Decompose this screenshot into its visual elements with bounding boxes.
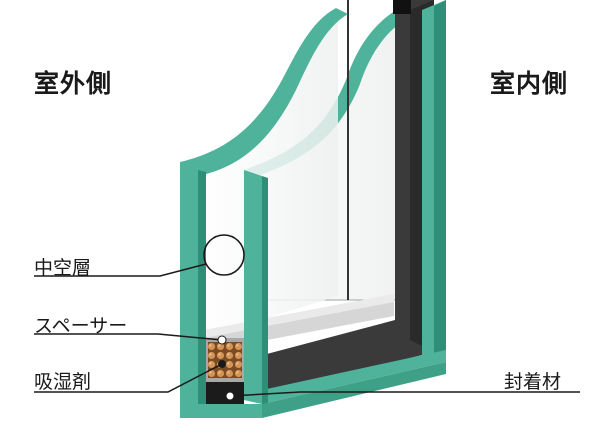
inner-pane-right-edge-shade	[434, 0, 446, 354]
spacer-leader-dot	[217, 335, 227, 345]
sealant-leader-dot	[225, 391, 235, 401]
desiccant-beads	[208, 342, 242, 378]
outer-pane-left-edge	[180, 162, 198, 410]
outer-pane-face	[196, 12, 338, 340]
spacer-label: スペーサー	[34, 315, 128, 337]
air-layer-label: 中空層	[34, 257, 92, 279]
outer-pane-bottom-edge	[180, 404, 262, 418]
outer-pane-left-edge-inner	[198, 170, 206, 410]
sealant-label: 封着材	[504, 371, 562, 393]
sealant-leader	[229, 391, 580, 397]
inner-pane-bottom-edge	[262, 350, 446, 404]
desiccant-leader	[34, 363, 223, 393]
mid-pane-left-edge	[244, 170, 262, 404]
outer-pane-bottom-edge-long	[262, 362, 446, 418]
air-layer-leader	[34, 263, 207, 277]
outer-pane-top-edge	[180, 8, 348, 176]
air-layer-callout-circle	[203, 234, 245, 276]
indoor-side-label: 室内側	[490, 69, 569, 98]
outdoor-side-label: 室外側	[34, 69, 113, 98]
desiccant-leader-dot	[218, 360, 226, 368]
desiccant-label: 吸湿剤	[34, 371, 92, 393]
mid-pane-left-edge-inner	[262, 176, 268, 404]
frame-top-notch	[393, 0, 411, 14]
spacer-leader	[34, 333, 223, 341]
